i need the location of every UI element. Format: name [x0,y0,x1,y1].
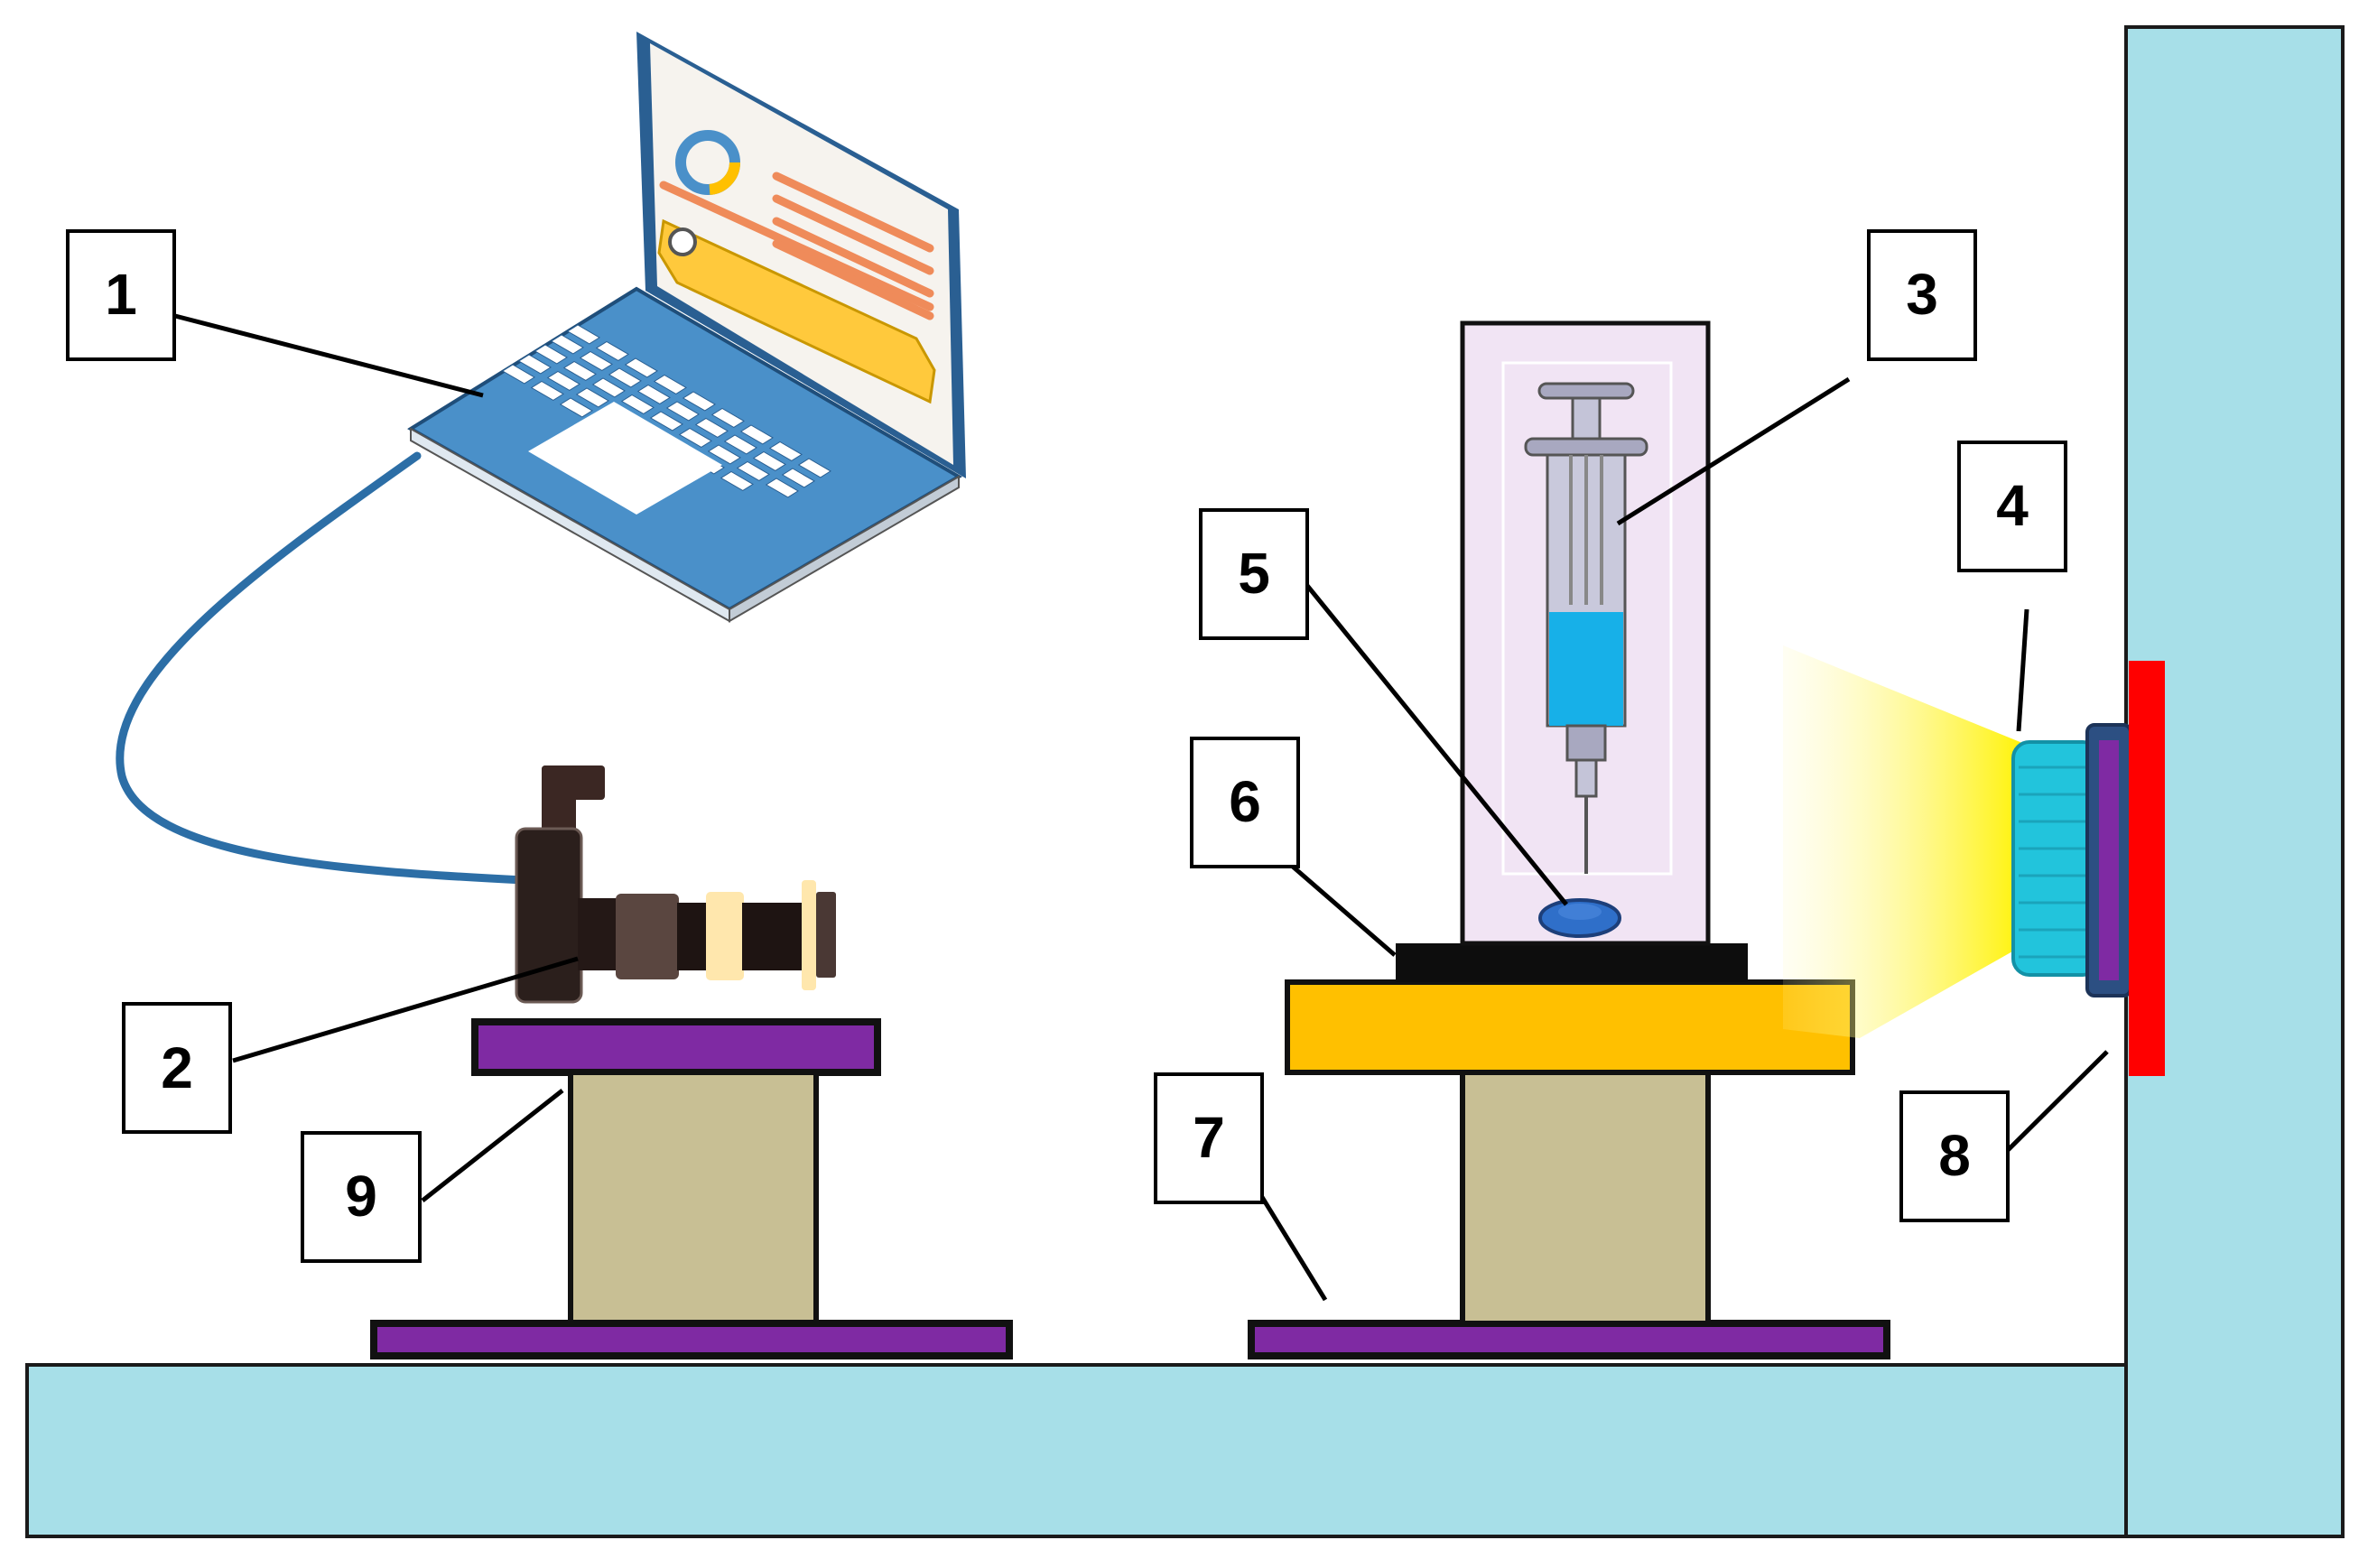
callout-2-label: 2 [161,1035,193,1100]
keyboard-key [707,444,741,465]
camera-icon [515,765,836,1004]
callout-4-label: 4 [1996,473,2029,538]
keyboard-key [649,411,683,431]
keyboard-key [739,424,774,445]
keyboard-key [579,350,613,372]
keyboard-key [768,441,803,462]
leader-line-3 [1616,376,1851,526]
keyboard-key [501,364,535,385]
keyboard-key [781,468,815,488]
keyboard-key [797,458,831,478]
light-mount [2129,661,2165,1076]
light-source-icon [2011,723,2132,997]
callout-9-label: 9 [345,1164,377,1229]
callout-9: 9 [301,1131,422,1263]
callout-1: 1 [66,229,176,361]
callout-3-label: 3 [1906,262,1938,327]
keyboard-key [736,460,770,482]
keyboard-key [723,434,757,455]
callout-3: 3 [1867,229,1977,361]
keyboard-key [546,370,580,392]
keyboard-key [608,367,642,388]
callout-8-label: 8 [1938,1123,1971,1188]
keyboard-key [517,354,552,375]
keyboard-key [620,394,655,415]
keyboard-key [720,470,754,492]
substrate [1396,943,1748,982]
callout-6: 6 [1190,737,1300,868]
callout-1-label: 1 [105,262,137,327]
camera-stand-top-plate [471,1018,881,1076]
leader-line-2 [232,956,579,1063]
keyboard-key [694,417,729,439]
syringe-icon [1524,382,1648,874]
keyboard-key [710,407,745,429]
keyboard-key [624,357,658,378]
keyboard-key [765,478,799,498]
sample-stand-base-plate [1248,1320,1890,1359]
keyboard-key [530,380,564,402]
keyboard-key [653,374,687,395]
keyboard-key [752,450,786,472]
sample-stand [1248,943,1890,1359]
keyboard-key [550,334,584,355]
keyboard-key [534,344,568,365]
leader-line-9 [421,1089,564,1202]
keyboard-key [566,324,600,345]
callout-7: 7 [1154,1072,1264,1204]
leader-line-6 [1291,865,1397,957]
leader-line-4 [2016,608,2029,732]
leader-line-5 [1303,580,1568,906]
keyboard-key [595,340,629,362]
keyboard-key [575,387,609,408]
keyboard-key [562,360,597,382]
sample-stage [1285,979,1855,1075]
keyboard-key [559,397,593,418]
keyboard-key [636,384,671,405]
callout-6-label: 6 [1229,769,1261,834]
bench-floor [25,1363,2132,1538]
leader-lines [174,313,2109,1302]
sample-stand-column [1460,1070,1711,1326]
camera-stand-base-plate [370,1320,1013,1359]
leader-line-1 [174,313,484,398]
leader-line-7 [1255,1188,1328,1302]
light-beam [1783,645,2027,1038]
keyboard-key [682,391,716,412]
keyboard-key [665,401,700,422]
callout-7-label: 7 [1193,1105,1225,1170]
callout-2: 2 [122,1002,232,1134]
camera-stand-column [568,1070,819,1326]
callout-5: 5 [1199,508,1309,640]
callout-8: 8 [1899,1090,2010,1222]
keyboard-key [678,427,712,449]
usb-cable [116,451,528,885]
laptop-icon [407,32,966,623]
callout-5-label: 5 [1238,541,1270,606]
keyboard-key [591,377,626,398]
camera-stand [370,1018,1013,1359]
bench [25,25,2345,1538]
callout-4: 4 [1957,441,2067,572]
